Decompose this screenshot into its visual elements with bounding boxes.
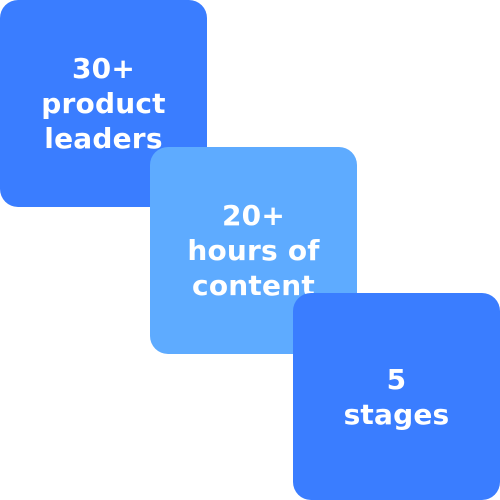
stat-label-line-1: product: [41, 87, 166, 120]
stat-value: 5: [386, 362, 407, 396]
stat-label-line-2: leaders: [44, 122, 163, 155]
stat-tile-stages: 5 stages: [293, 293, 500, 500]
stat-tile-text: 5 stages: [344, 362, 450, 432]
stat-label-line-2: content: [192, 269, 315, 302]
stat-tile-product-leaders: 30+ product leaders: [0, 0, 207, 207]
stat-label-line-1: stages: [343, 397, 450, 431]
stat-value: 20+: [221, 199, 285, 232]
stat-value: 30+: [71, 52, 135, 85]
stat-tile-text: 30+ product leaders: [41, 51, 165, 156]
stat-tile-text: 20+ hours of content: [187, 198, 319, 303]
stat-label-line-1: hours of: [187, 234, 320, 267]
